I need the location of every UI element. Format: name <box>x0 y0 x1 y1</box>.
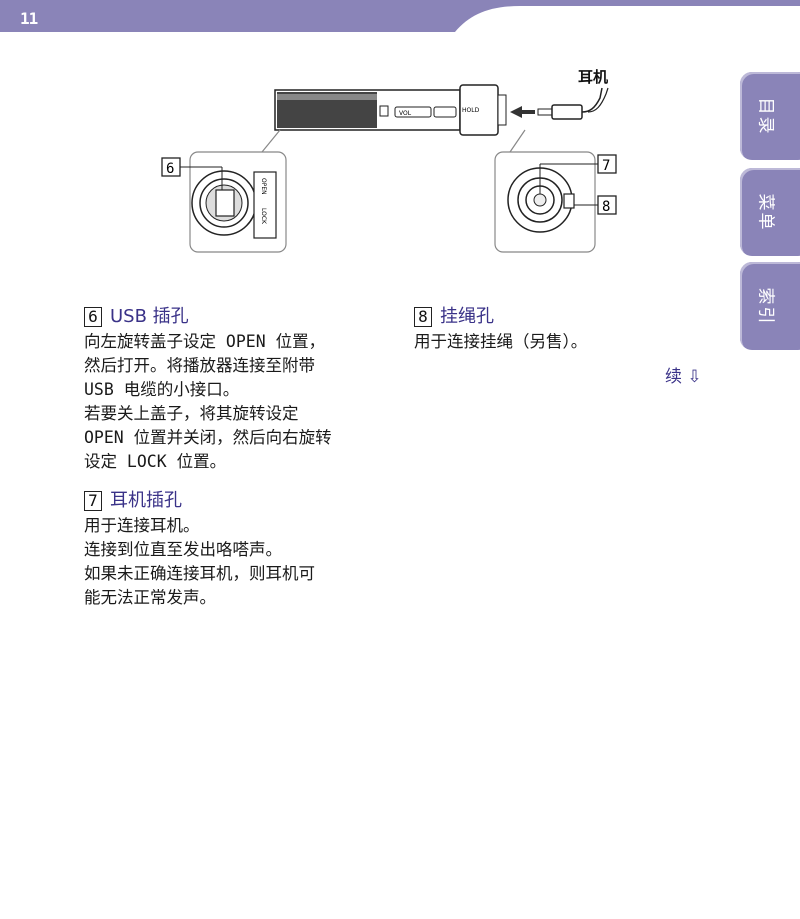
callout-6: 6 <box>166 161 174 177</box>
section-heading: 7 耳机插孔 <box>84 488 315 514</box>
section-title: 挂绳孔 <box>440 306 494 327</box>
tab-index-label: 索引 <box>755 287 776 325</box>
section-usb-jack: 6 USB 插孔 向左旋转盖子设定 OPEN 位置， 然后打开。将播放器连接至附… <box>84 304 332 474</box>
body-line: OPEN 位置并关闭，然后向右旋转 <box>84 428 332 447</box>
body-line: 用于连接耳机。 <box>84 516 200 535</box>
headphone-label: 耳机 <box>578 68 609 86</box>
section-number: 7 <box>84 491 102 511</box>
tab-menu-label: 菜单 <box>755 193 776 231</box>
body-line: 能无法正常发声。 <box>84 588 216 607</box>
player-illustration: VOL HOLD OPEN LOCK 6 <box>150 60 630 260</box>
section-body: 向左旋转盖子设定 OPEN 位置， 然后打开。将播放器连接至附带 USB 电缆的… <box>84 330 332 474</box>
body-line: 设定 LOCK 位置。 <box>84 452 227 471</box>
body-line: 然后打开。将播放器连接至附带 <box>84 356 315 375</box>
tab-contents[interactable]: 目录 <box>740 72 800 160</box>
tab-contents-label: 目录 <box>755 97 776 135</box>
section-strap-hole: 8 挂绳孔 用于连接挂绳（另售）。 <box>414 304 587 354</box>
open-label: OPEN <box>260 178 267 195</box>
tab-menu[interactable]: 菜单 <box>740 168 800 256</box>
page-header: 11 <box>0 0 800 32</box>
body-line: USB 电缆的小接口。 <box>84 380 240 399</box>
hold-label: HOLD <box>462 107 480 114</box>
section-title: 耳机插孔 <box>110 490 182 511</box>
body-line: 连接到位直至发出咯嗒声。 <box>84 540 282 559</box>
callout-8: 8 <box>602 199 610 215</box>
section-body: 用于连接耳机。 连接到位直至发出咯嗒声。 如果未正确连接耳机，则耳机可 能无法正… <box>84 514 315 610</box>
section-heading: 8 挂绳孔 <box>414 304 587 330</box>
page-number: 11 <box>20 9 38 28</box>
body-line: 如果未正确连接耳机，则耳机可 <box>84 564 315 583</box>
section-number: 6 <box>84 307 102 327</box>
header-band <box>0 0 800 32</box>
lock-label: LOCK <box>260 208 267 225</box>
section-number: 8 <box>414 307 432 327</box>
section-body: 用于连接挂绳（另售）。 <box>414 330 587 354</box>
section-heading: 6 USB 插孔 <box>84 304 332 330</box>
tab-index[interactable]: 索引 <box>740 262 800 350</box>
body-line: 用于连接挂绳（另售）。 <box>414 332 588 351</box>
player-diagram: VOL HOLD OPEN LOCK 6 <box>161 84 617 253</box>
section-title: USB 插孔 <box>110 306 189 327</box>
continue-link[interactable]: 续 ⇩ <box>665 367 702 387</box>
body-line: 若要关上盖子，将其旋转设定 <box>84 404 299 423</box>
body-line: 向左旋转盖子设定 OPEN 位置， <box>84 332 326 351</box>
vol-label: VOL <box>399 110 412 117</box>
callout-7: 7 <box>602 158 610 174</box>
section-headphone-jack: 7 耳机插孔 用于连接耳机。 连接到位直至发出咯嗒声。 如果未正确连接耳机，则耳… <box>84 488 315 610</box>
